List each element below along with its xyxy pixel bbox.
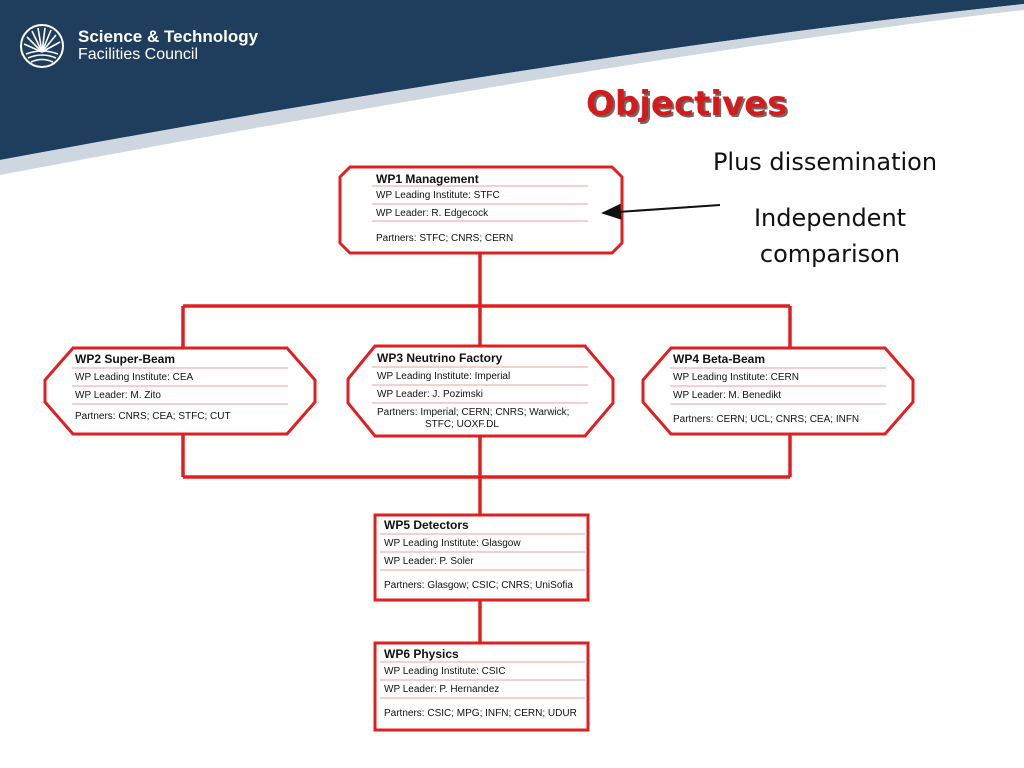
annotation-comparison: Independent comparison [753, 204, 907, 268]
page-title: Objectives [586, 84, 788, 124]
wp1-partners: Partners: STFC; CNRS; CERN [376, 233, 514, 244]
wp1-institute: WP Leading Institute: STFC [376, 190, 500, 201]
stfc-logo: Science & Technology Facilities Council [18, 22, 258, 70]
org-name-line2: Facilities Council [78, 46, 199, 63]
annotation-arrow [601, 203, 721, 220]
sunburst-icon [20, 24, 64, 68]
wp5-title: WP5 Detectors [384, 518, 469, 532]
wp5-institute: WP Leading Institute: Glasgow [384, 538, 521, 549]
wp1-box [338, 165, 624, 255]
wp2-institute: WP Leading Institute: CEA [75, 372, 194, 383]
wp2-box [43, 346, 317, 436]
wp3-partners-cont: STFC; UOXF.DL [425, 419, 499, 430]
wp6-partners: Partners: CSIC; MPG; INFN; CERN; UDUR [384, 708, 577, 719]
wp5-box [373, 513, 590, 602]
wp6-title: WP6 Physics [384, 647, 459, 661]
wp3-leader: WP Leader: J. Pozimski [377, 389, 483, 400]
wp4-leader: WP Leader: M. Benedikt [673, 390, 782, 401]
wp1-title: WP1 Management [376, 172, 479, 186]
wp1-leader: WP Leader: R. Edgecock [376, 208, 489, 219]
annotation-dissemination: Plus dissemination [712, 148, 938, 176]
wp3-partners: Partners: Imperial; CERN; CNRS; Warwick; [377, 407, 570, 418]
wp4-institute: WP Leading Institute: CERN [673, 372, 799, 383]
header-banner [0, 0, 1024, 175]
wp2-title: WP2 Super-Beam [75, 352, 176, 366]
wp6-leader: WP Leader: P. Hernandez [384, 684, 500, 695]
wp3-box [346, 344, 615, 438]
wp6-institute: WP Leading Institute: CSIC [384, 666, 506, 677]
wp4-title: WP4 Beta-Beam [673, 352, 766, 366]
wp4-box [641, 346, 915, 436]
wp3-institute: WP Leading Institute: Imperial [377, 371, 511, 382]
wp2-leader: WP Leader: M. Zito [75, 390, 161, 401]
wp2-partners: Partners: CNRS; CEA; STFC; CUT [75, 411, 231, 422]
wp5-partners: Partners: Glasgow; CSIC; CNRS; UniSofia [384, 580, 573, 591]
wp3-title: WP3 Neutrino Factory [377, 351, 503, 365]
wp4-partners: Partners: CERN; UCL; CNRS; CEA; INFN [673, 414, 860, 425]
wp5-leader: WP Leader: P. Soler [384, 556, 474, 567]
org-name-line1: Science & Technology [78, 27, 259, 46]
wp6-box [373, 641, 590, 732]
